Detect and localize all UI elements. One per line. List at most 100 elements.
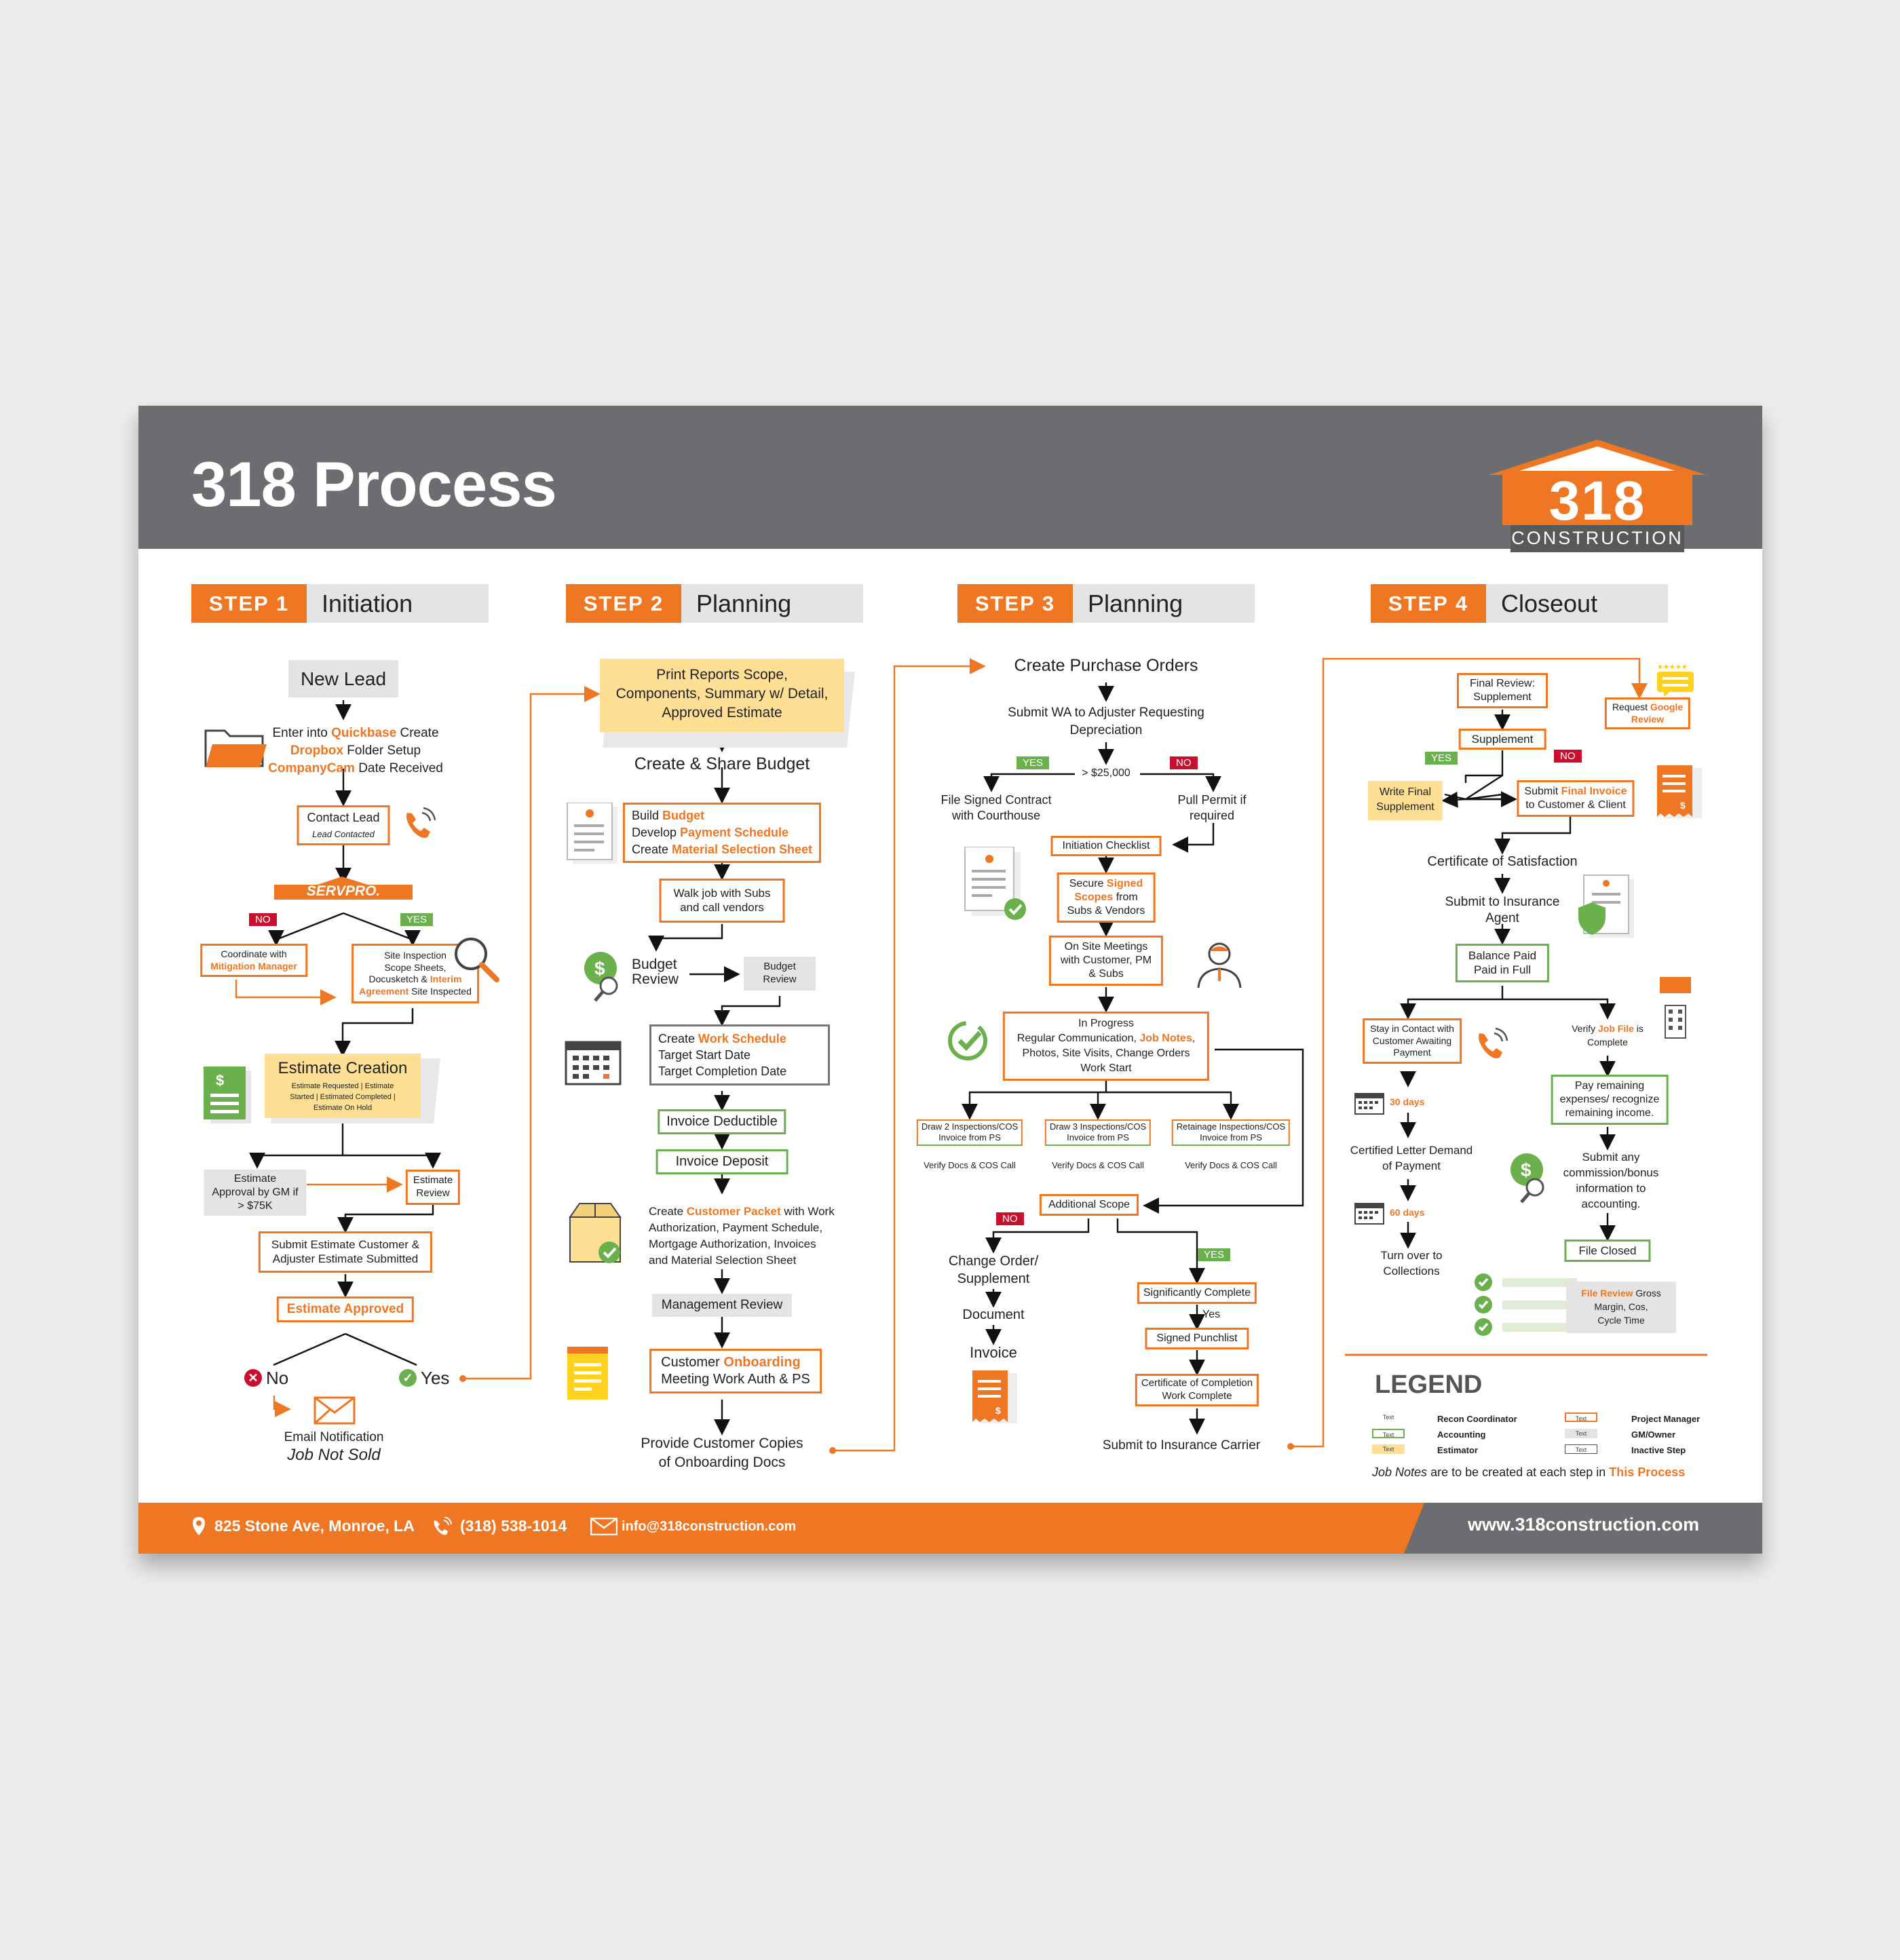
email-envelope-icon [314, 1396, 357, 1429]
initiation-checklist-node: Initiation Checklist [1050, 836, 1162, 856]
legend-label-recon: Recon Coordinator [1437, 1414, 1517, 1424]
file-closed-node: File Closed [1564, 1240, 1651, 1263]
legend-title: LEGEND [1375, 1370, 1483, 1399]
calendar-icon [1354, 1201, 1384, 1229]
build-budget-node: Build Budget Develop Payment Schedule Cr… [622, 803, 822, 863]
create-po-text: Create Purchase Orders [1014, 656, 1198, 675]
create-share-budget-text: Create & Share Budget [634, 754, 810, 773]
no-badge: NO [249, 913, 277, 926]
money-magnifier-icon: $ [583, 950, 624, 1008]
magnifier-icon [451, 934, 501, 988]
in-progress-node: In Progress Regular Communication, Job N… [1002, 1012, 1210, 1081]
print-reports-node: Print Reports Scope,Components, Summary … [600, 659, 844, 732]
phone-icon [1474, 1026, 1509, 1065]
invoice-deductible-node: Invoice Deductible [658, 1109, 786, 1134]
additional-scope-node: Additional Scope [1039, 1194, 1139, 1216]
footer-phone-icon [432, 1516, 452, 1539]
days-60-text: 60 days [1390, 1207, 1425, 1218]
management-review-node: Management Review [651, 1294, 793, 1317]
draw2-verify-text: Verify Docs & COS Call [924, 1160, 1016, 1170]
certificate-satisfaction-text: Certificate of Satisfaction [1427, 854, 1578, 869]
new-lead-node: New Lead [288, 660, 399, 697]
days-30-text: 30 days [1390, 1096, 1425, 1107]
person-icon [1194, 939, 1244, 993]
supplement-node: Supplement [1458, 729, 1546, 750]
no-badge: NO [1554, 750, 1582, 763]
legend-label-gm: GM/Owner [1631, 1429, 1676, 1440]
submit-estimate-node: Submit Estimate Customer &Adjuster Estim… [258, 1231, 433, 1273]
invoice-deposit-node: Invoice Deposit [656, 1149, 788, 1174]
footer-website: www.318construction.com [1468, 1514, 1700, 1535]
svg-text:$: $ [216, 1072, 224, 1089]
enter-quickbase-text: Enter into Quickbase Create Dropbox Fold… [268, 726, 443, 775]
final-review-node: Final Review:Supplement [1456, 673, 1548, 708]
svg-text:★★★★★: ★★★★★ [1657, 664, 1688, 671]
progress-check-icon [945, 1016, 992, 1067]
phone-icon [402, 806, 437, 845]
footer-email-icon [590, 1517, 618, 1539]
svg-text:$: $ [995, 1405, 1001, 1416]
svg-text:$: $ [1521, 1159, 1532, 1180]
footer-address: 825 Stone Ave, Monroe, LA [214, 1517, 415, 1535]
legend-note: Job Notes are to be created at each step… [1372, 1465, 1686, 1479]
estimate-creation-node: Estimate Creation Estimate Requested | E… [265, 1054, 421, 1118]
legend-swatch-recon: Text [1382, 1414, 1394, 1421]
svg-text:$: $ [1680, 800, 1686, 811]
signed-punchlist-node: Signed Punchlist [1145, 1328, 1249, 1349]
company-logo: 318 CONSTRUCTION [1482, 440, 1713, 554]
svg-text:$: $ [594, 958, 605, 979]
yes-badge: YES [1198, 1248, 1231, 1261]
customer-packet-text: Create Customer Packet with Work Authori… [649, 1205, 835, 1267]
folder-icon [203, 728, 267, 772]
threshold-text: > $25,000 [1082, 767, 1130, 779]
retainage-verify-text: Verify Docs & COS Call [1185, 1160, 1277, 1170]
no-label: No [266, 1368, 289, 1388]
yes-small-text: Yes [1202, 1309, 1221, 1320]
yes-badge: YES [400, 913, 434, 926]
no-x-icon: ✕ [244, 1369, 262, 1387]
legend-swatch-estimator: Text [1372, 1444, 1405, 1454]
invoice-text: Invoice [970, 1344, 1017, 1361]
legend-label-inactive: Inactive Step [1631, 1445, 1686, 1455]
change-order-text: Change Order/Supplement [948, 1254, 1039, 1286]
footer-phone: (318) 538-1014 [460, 1517, 567, 1535]
calendar-icon [1354, 1091, 1384, 1119]
yes-label: Yes [421, 1368, 450, 1388]
header-bar [138, 406, 1762, 549]
page-title: 318 Process [191, 448, 557, 520]
shield-document-icon [1576, 874, 1637, 945]
money-magnifier-icon: $ [1509, 1152, 1550, 1210]
legend-label-pm: Project Manager [1631, 1414, 1700, 1424]
checklist-document-icon [964, 846, 1031, 925]
legend-label-estimator: Estimator [1437, 1445, 1478, 1455]
box-check-icon [567, 1201, 626, 1271]
location-pin-icon [191, 1516, 206, 1539]
significantly-complete-node: Significantly Complete [1137, 1282, 1257, 1304]
submit-carrier-text: Submit to Insurance Carrier [1102, 1438, 1261, 1453]
legend-swatch-inactive: Text [1565, 1444, 1597, 1454]
document-text: Document [962, 1307, 1025, 1322]
checklist-checks [1474, 1273, 1579, 1344]
